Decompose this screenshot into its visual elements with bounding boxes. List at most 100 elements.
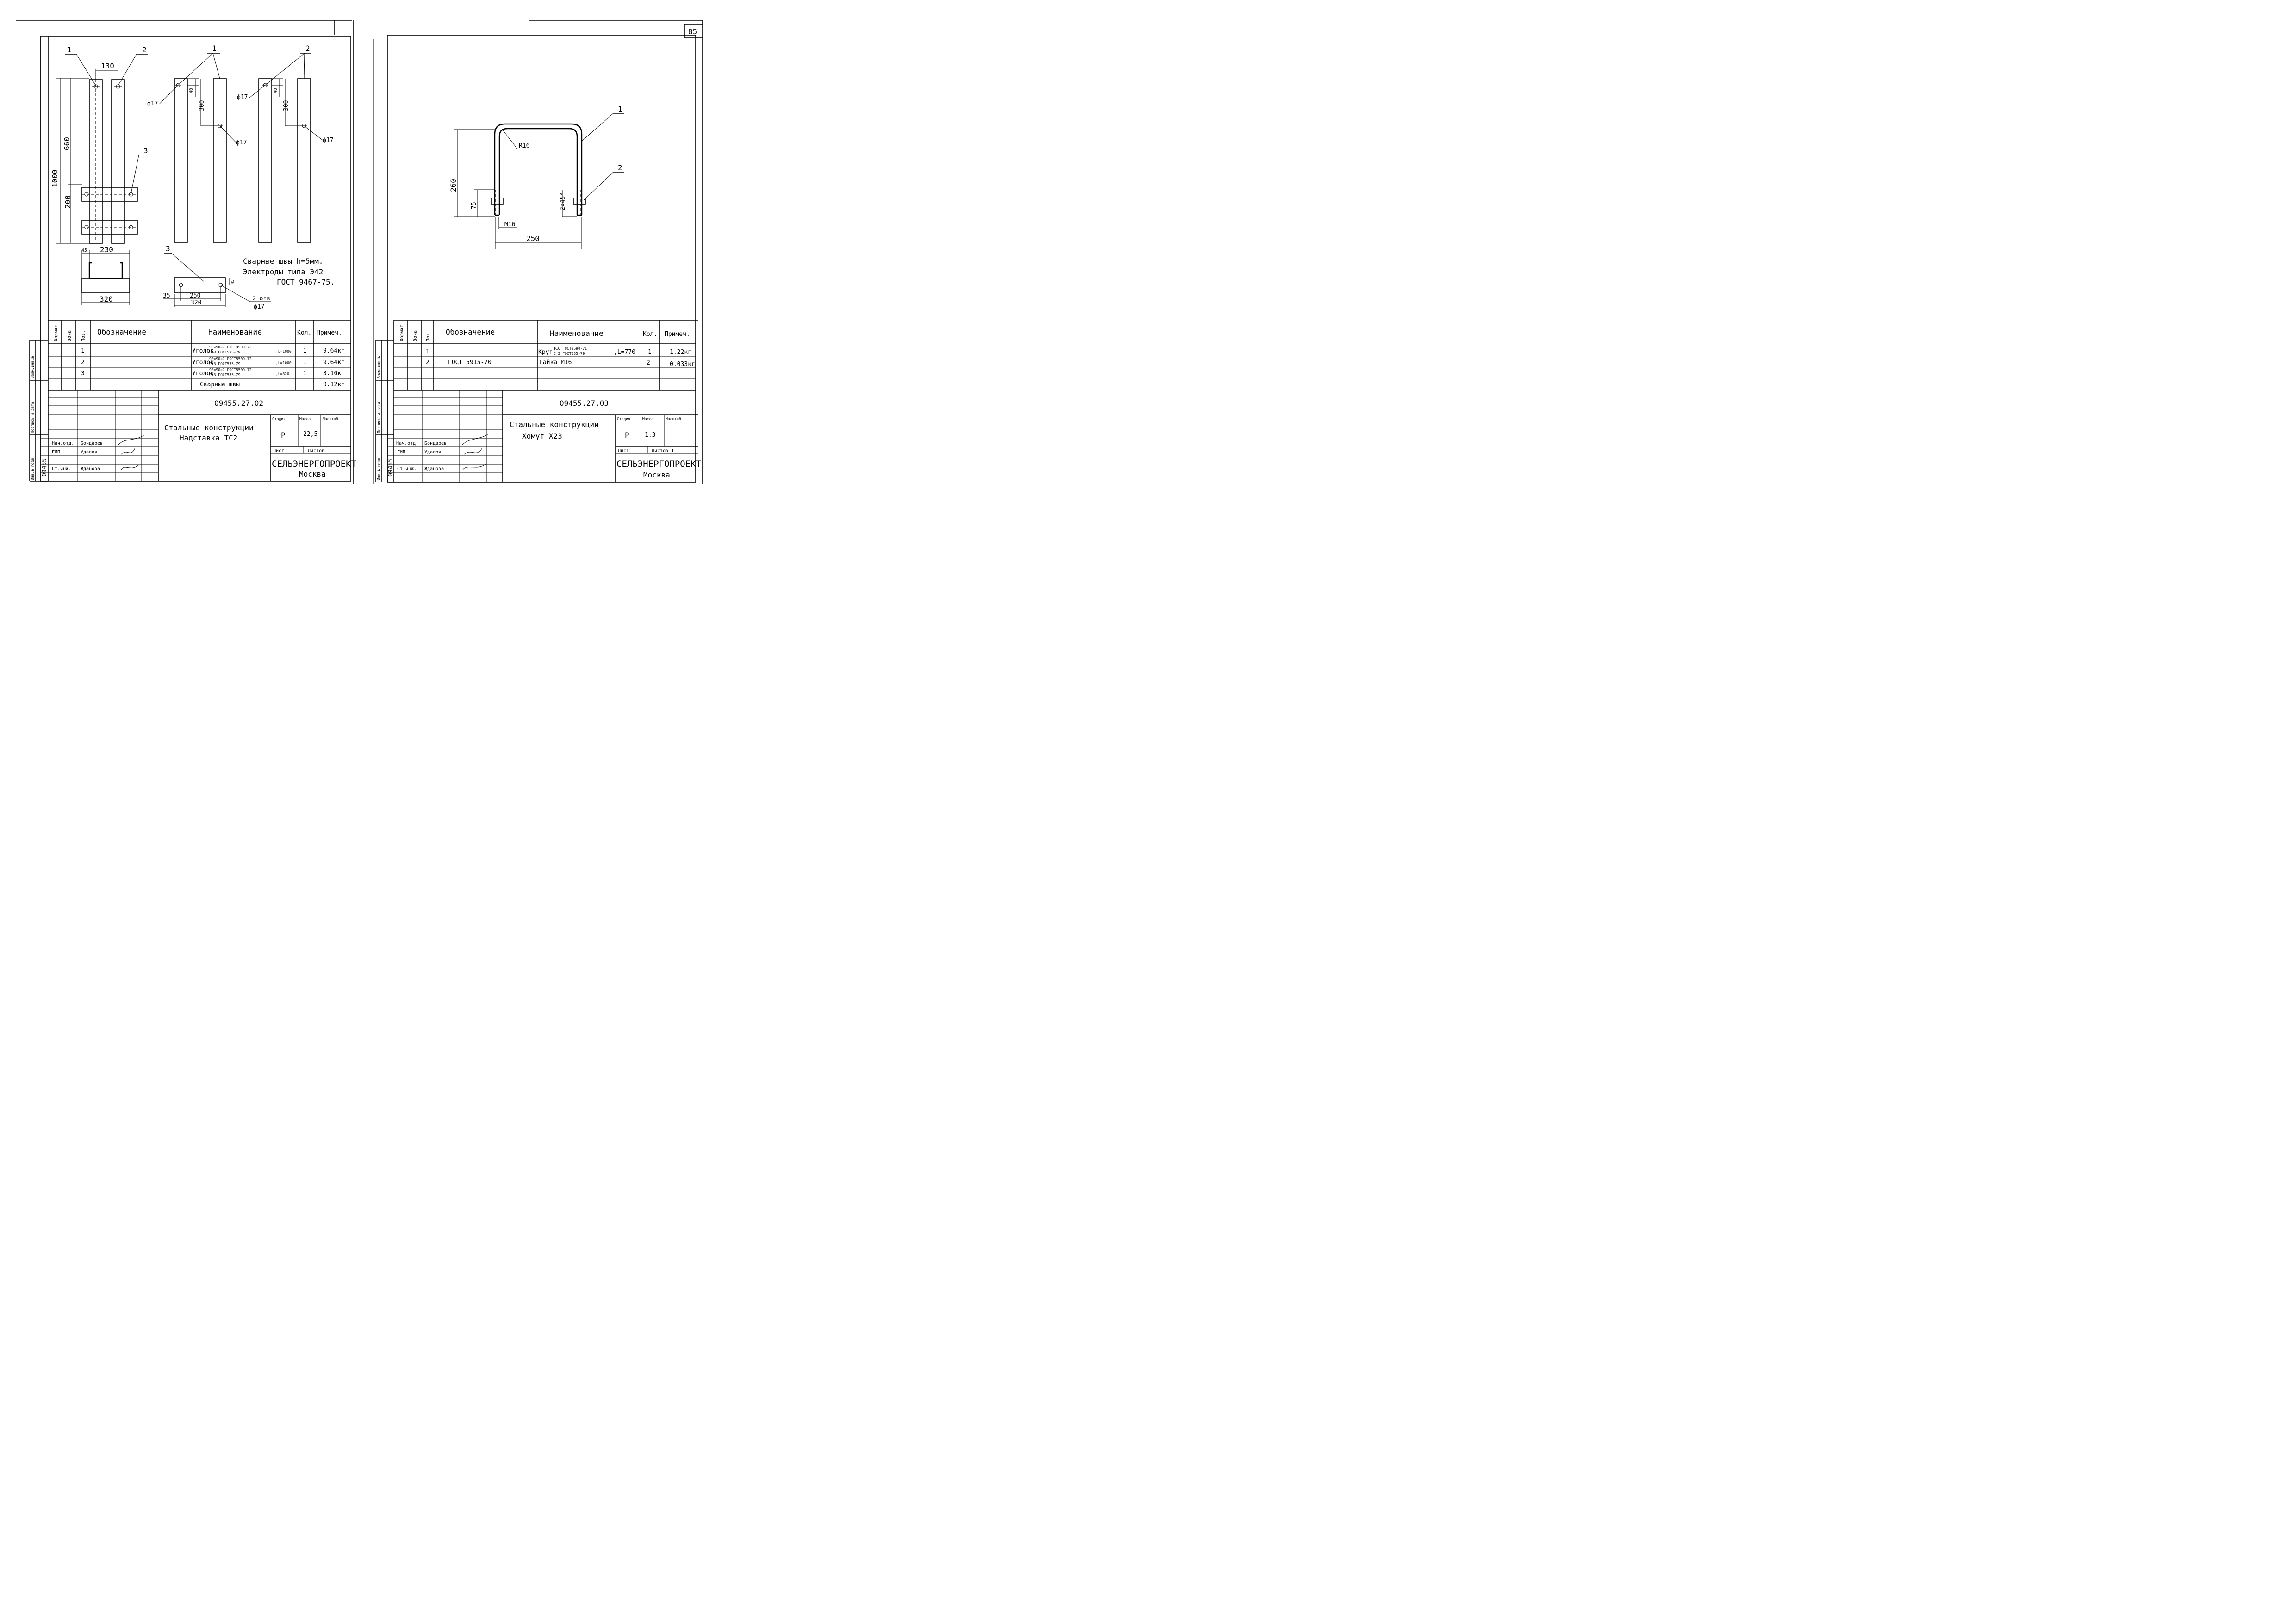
row2-note: 9.64кг [323,359,345,366]
left-name-2: Удалов [81,450,97,455]
note-line-3: ГОСТ 9467-75. [277,278,335,286]
left-role-1: Нач.отд. [52,441,74,446]
r-row1-pos: 1 [426,348,429,355]
right-sheets-label: Листов 1 [652,448,674,453]
right-signatures [461,434,489,470]
sign-date-label: Подпись и дата [31,402,35,433]
r-hdr-format: Формат [399,325,404,341]
right-side-stamp: Инв.№ подл. Подпись и дата Взам.инв.№ 09… [375,340,394,482]
hole-dia-b: ф17 [236,139,247,146]
dim-r16: R16 [519,143,529,149]
row3-name: Уголок [192,370,214,377]
r-replace-inv-label: Взам.инв.№ [377,356,381,378]
left-spec-table: Формат Зона Поз. Обозначение Наименовани… [48,320,351,391]
right-title-block: 09455.27.03 Стальные конструкции Хомут Х… [387,390,701,482]
r-row1-note: 1.22кг [670,349,691,356]
row2-upper: 90×90×7 ГОСТ8509-72 [209,357,252,361]
r-callout-1: 1 [618,105,622,113]
right-name-1: Бондарев [424,441,447,446]
row1-pos: 1 [81,347,85,354]
row2-length: ,L=1000 [276,361,292,365]
r-hdr-note: Примеч. [665,331,690,338]
r-hdr-zone: Зона [413,330,418,341]
r-row1-qty: 1 [648,349,652,356]
right-stage-label: Стадия [617,417,630,421]
callout-1: 1 [67,45,72,54]
left-name-3: Жданова [81,466,100,471]
left-stage: Р [281,431,286,440]
inv-label: Инв.№ подл. [31,456,35,480]
right-title-1: Стальные конструкции [510,420,599,429]
dim-300-a: 300 [199,100,205,111]
dim-75: 75 [471,202,478,209]
holes-dia: ф17 [254,304,264,310]
r-hdr-pos: Поз. [426,330,431,341]
right-sheet-label: Лист [618,448,629,453]
dim-200: 200 [63,195,72,209]
left-scale-label: Масштаб [323,416,338,421]
page-number-box: 85 [684,24,703,38]
left-title-2: Надставка ТС2 [180,434,237,442]
left-side-stamp: Инв.№ подл. Подпись и дата Взам.инв.№ 09… [29,340,48,482]
right-spec-table: Формат Зона Поз. Обозначение Наименовани… [394,320,698,391]
left-title-block: 09455.27.02 Стальные конструкции Надстав… [41,390,356,481]
dim-660: 660 [62,137,71,150]
r-hdr-designation: Обозначение [446,328,495,336]
dim-1000: 1000 [50,169,59,187]
r-row2-note: 0.033кг [670,361,695,368]
holes-note: 2 отв [252,295,270,302]
u-bolt-drawing: 260 75 2×45° 250 М16 R16 1 2 [449,105,624,249]
right-code: 09455.27.03 [560,399,609,408]
page-number: 85 [688,27,697,36]
right-scale-label: Масштаб [666,416,681,421]
right-name-2: Удалов [424,450,441,455]
right-city: Москва [643,471,670,479]
note-line-2: Электроды типа Э42 [243,267,323,276]
hdr-qty: Кол. [297,329,311,336]
r-row1-length: ,L=770 [614,349,635,356]
dim-plate-35: 35 [163,292,170,299]
right-role-2: ГИП [397,450,405,455]
dim-m16: М16 [504,221,515,228]
right-name-3: Жданова [424,466,444,471]
dim-40-a: 40 [189,88,194,93]
dim-plate-45: 45 [230,279,235,284]
row3-note: 3.10кг [323,370,345,377]
r-row2-qty: 2 [647,360,650,366]
left-mass-label: Масса [299,417,311,421]
row2-lower: Ст3 ГОСТ535-79 [209,362,241,366]
row3-qty: 1 [303,370,307,377]
left-role-3: Ст.инж. [52,466,71,471]
right-mass-label: Масса [642,417,653,421]
right-role-3: Ст.инж. [397,466,417,471]
row2-qty: 1 [303,359,307,366]
hole-dia-d: ф17 [323,137,333,144]
callout-3b: 3 [166,244,170,253]
r-row1-name: Круг [538,349,553,356]
hole-dia-c: ф17 [237,94,248,101]
callout-2b: 2 [305,44,310,53]
row3-upper: 90×90×7 ГОСТ8509-72 [209,368,252,372]
left-role-2: ГИП [52,450,60,455]
right-sheet-frame [387,35,696,483]
r-callout-2: 2 [618,163,622,172]
r-inv-number: 09455 [387,459,394,477]
right-title-2: Хомут Х23 [522,432,562,440]
right-role-1: Нач.отд. [396,441,418,446]
dim-plate-250: 250 [190,292,200,299]
row1-name: Уголок [192,347,214,354]
left-name-1: Бондарев [81,441,103,446]
left-org: СЕЛЬЭНЕРГОПРОЕКТ [272,459,356,469]
dim-260: 260 [449,179,458,192]
left-section-view: 45 230 320 [81,245,130,305]
row1-lower: Ст3 ГОСТ535-79 [209,350,241,354]
row1-qty: 1 [303,347,307,354]
left-sheet-label: Лист [273,448,284,453]
left-weld-notes: Сварные швы h=5мм. Электроды типа Э42 ГО… [243,257,335,286]
left-sheets-label: Листов 1 [308,448,330,453]
row2-pos: 2 [81,359,85,366]
right-stage: Р [625,431,629,440]
dim-chamfer: 2×45° [560,192,566,211]
replace-inv-label: Взам.инв.№ [31,356,35,378]
hdr-designation: Обозначение [97,328,146,336]
